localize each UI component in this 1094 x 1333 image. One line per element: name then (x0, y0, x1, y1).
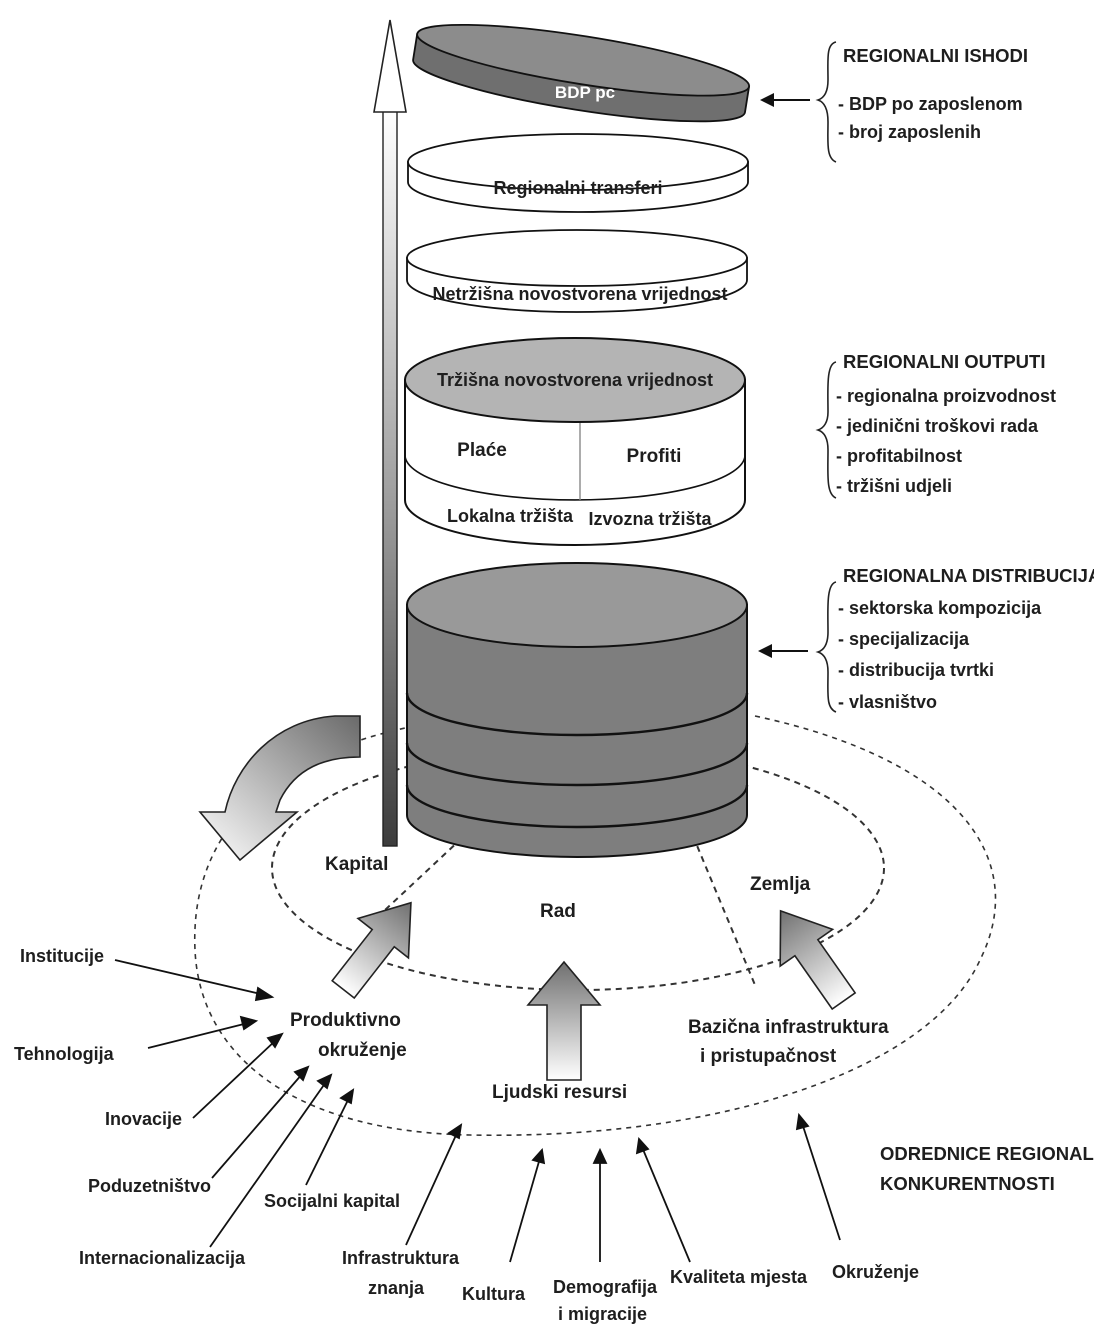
infrastructure-arrow (779, 909, 857, 1011)
distribution-title: REGIONALNA DISTRIBUCIJA (843, 565, 1094, 586)
land-label: Zemlja (750, 874, 811, 895)
outputs-item-1: - regionalna proizvodnost (836, 386, 1056, 406)
distribution-pointer (758, 644, 808, 658)
distribution-cylinder (405, 562, 749, 858)
outcomes-pointer (760, 93, 810, 107)
local-markets-label: Lokalna tržišta (447, 506, 574, 526)
determinant-arrows (114, 959, 841, 1263)
bdp-label: BDP pc (555, 83, 615, 102)
market-value-cylinder: Tržišna novostvorena vrijednost Plaće Pr… (404, 337, 746, 546)
land-connector (692, 835, 756, 986)
infrastructure-label-1: Bazična infrastruktura (688, 1017, 889, 1038)
productive-label-2: okruženje (318, 1040, 407, 1061)
outputs-item-2: - jedinični troškovi rada (836, 416, 1039, 436)
human-resources-label: Ljudski resursi (492, 1082, 627, 1103)
determinant-demography-1: Demografija (553, 1277, 658, 1297)
nonmarket-disk: Netržišna novostvorena vrijednost (406, 229, 748, 313)
outcomes-item-2: - broj zaposlenih (838, 122, 981, 142)
outputs-item-4: - tržišni udjeli (836, 476, 952, 496)
feedback-curved-arrow (198, 715, 361, 862)
determinant-knowledge-infra-2: znanja (368, 1278, 425, 1298)
human-resources-arrow (526, 960, 602, 1081)
determinant-environment: Okruženje (832, 1262, 919, 1282)
determinant-knowledge-infra-1: Infrastruktura (342, 1248, 460, 1268)
outputs-brace (815, 361, 837, 499)
outputs-item-3: - profitabilnost (836, 446, 962, 466)
determinant-internationalisation: Internacionalizacija (79, 1248, 246, 1268)
determinants-title-2: KONKURENTNOSTI (880, 1173, 1055, 1194)
distribution-brace (815, 581, 837, 713)
outcomes-item-1: - BDP po zaposlenom (838, 94, 1023, 114)
distribution-item-2: - specijalizacija (838, 629, 970, 649)
outcomes-brace (815, 41, 837, 163)
determinants-title-1: ODREDNICE REGIONALNE (880, 1143, 1094, 1164)
determinant-technology: Tehnologija (14, 1044, 115, 1064)
bdp-disk (412, 23, 751, 123)
outcomes-title: REGIONALNI ISHODI (843, 45, 1028, 66)
transfers-label: Regionalni transferi (493, 178, 662, 198)
distribution-item-1: - sektorska kompozicija (838, 598, 1042, 618)
determinant-entrepreneurship: Poduzetništvo (88, 1176, 211, 1196)
export-markets-label: Izvozna tržišta (588, 509, 712, 529)
distribution-item-3: - distribucija tvrtki (838, 660, 994, 680)
market-value-label: Tržišna novostvorena vrijednost (437, 370, 713, 390)
productive-label-1: Produktivno (290, 1010, 401, 1031)
nonmarket-label: Netržišna novostvorena vrijednost (432, 284, 727, 304)
determinant-innovation: Inovacije (105, 1109, 182, 1129)
outer-determinants-ring (194, 715, 997, 1137)
determinant-social-capital: Socijalni kapital (264, 1191, 400, 1211)
capital-label: Kapital (325, 854, 388, 875)
capital-connector (384, 837, 463, 911)
transfers-disk: Regionalni transferi (407, 133, 749, 213)
distribution-item-4: - vlasništvo (838, 692, 937, 712)
labour-label: Rad (540, 901, 576, 922)
wages-label: Plaće (457, 440, 507, 461)
determinant-institutions: Institucije (20, 946, 104, 966)
inner-factors-ring (271, 745, 885, 991)
determinant-place-quality: Kvaliteta mjesta (670, 1267, 808, 1287)
productive-arrow (331, 901, 412, 1000)
determinant-demography-2: i migracije (558, 1304, 647, 1324)
outputs-title: REGIONALNI OUTPUTI (843, 351, 1045, 372)
profits-label: Profiti (627, 446, 682, 467)
growth-arrow (373, 19, 407, 847)
infrastructure-label-2: i pristupačnost (700, 1046, 837, 1067)
determinant-culture: Kultura (462, 1284, 526, 1304)
